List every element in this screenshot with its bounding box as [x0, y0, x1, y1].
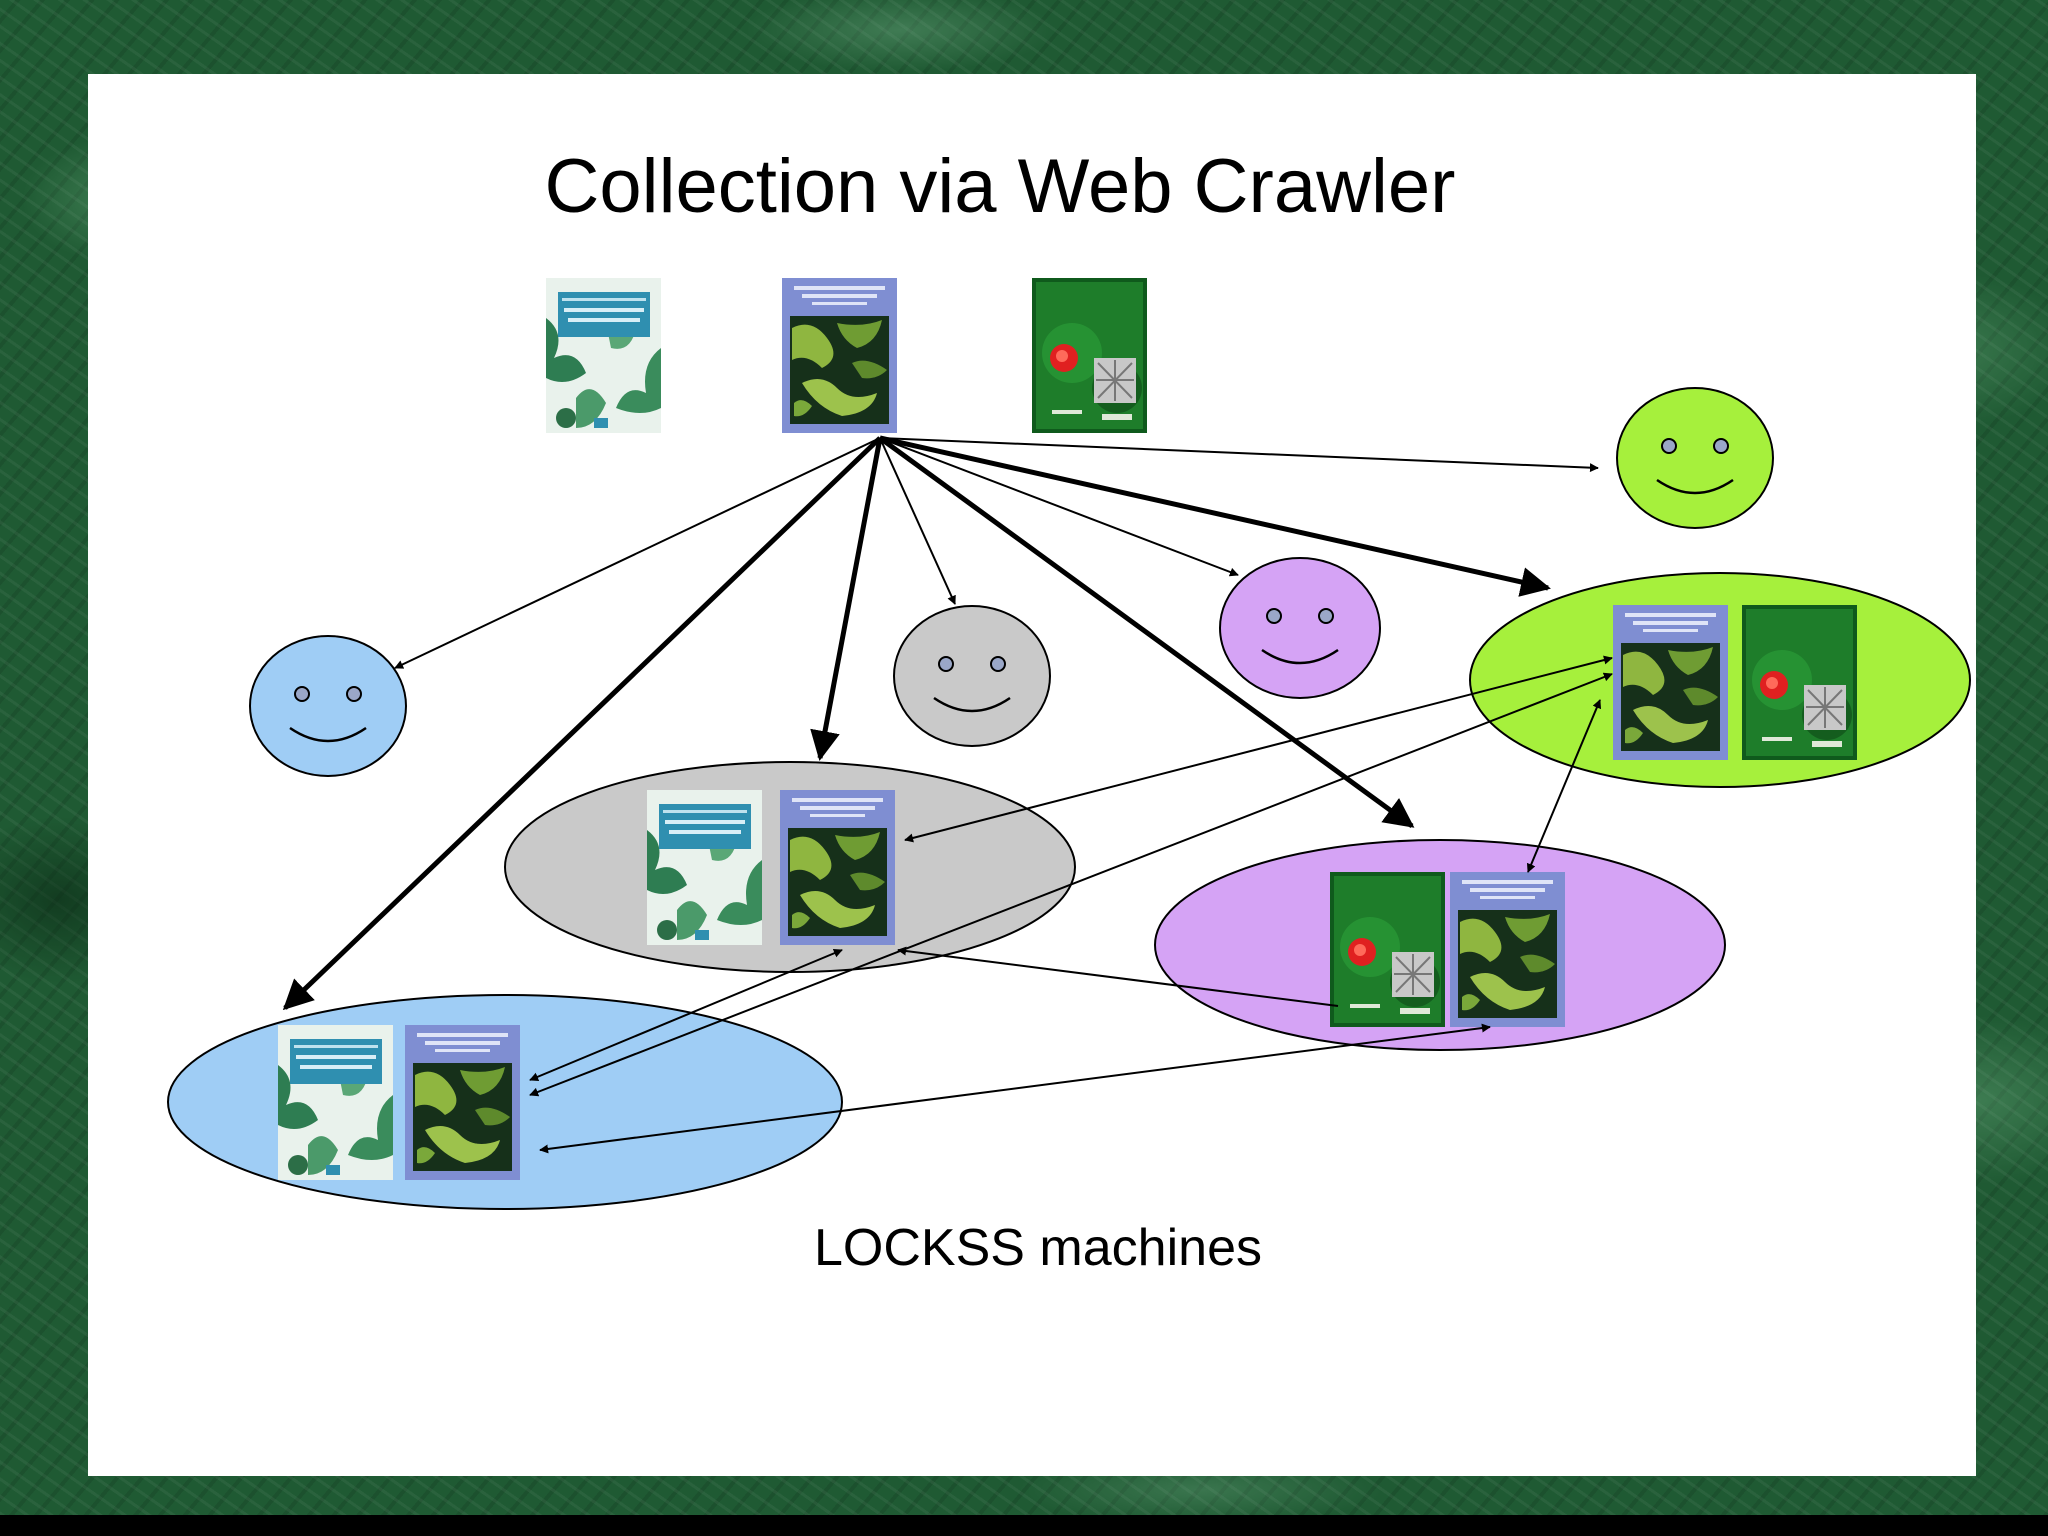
journal-cover-icon	[278, 1025, 393, 1180]
journal-cover-icon	[405, 1025, 520, 1180]
crawler-arrows-thin	[394, 437, 1599, 669]
arrow-icon	[879, 435, 1551, 597]
journal-cover-icon	[647, 790, 762, 945]
journal-cover-icon	[1031, 277, 1148, 434]
arrow-icon	[879, 437, 1239, 577]
arrow-icon	[897, 946, 1339, 1007]
journal-cover-icon	[1613, 605, 1728, 760]
journal-cover-icon	[782, 278, 897, 433]
smiley-face-icon	[1219, 557, 1381, 699]
arrow-icon	[539, 1023, 1491, 1154]
journal-cover-icon	[780, 790, 895, 945]
arrow-icon	[394, 437, 881, 669]
slide-title: Collection via Web Crawler	[545, 144, 1456, 229]
arrow-icon	[879, 437, 1599, 473]
arrow-icon	[1526, 699, 1602, 873]
journal-cover-icon	[546, 278, 661, 433]
arrow-icon	[879, 437, 956, 605]
peer-arrows	[529, 655, 1613, 1154]
journal-cover-icon	[1450, 872, 1565, 1027]
journal-cover-icon	[1741, 604, 1858, 761]
bottom-bar	[0, 1515, 2048, 1536]
smiley-face-icon	[893, 605, 1051, 747]
smiley-face-icon	[249, 635, 407, 777]
smiley-face-icon	[1616, 387, 1774, 529]
caption: LOCKSS machines	[814, 1219, 1262, 1277]
journal-cover-icon	[1329, 871, 1446, 1028]
